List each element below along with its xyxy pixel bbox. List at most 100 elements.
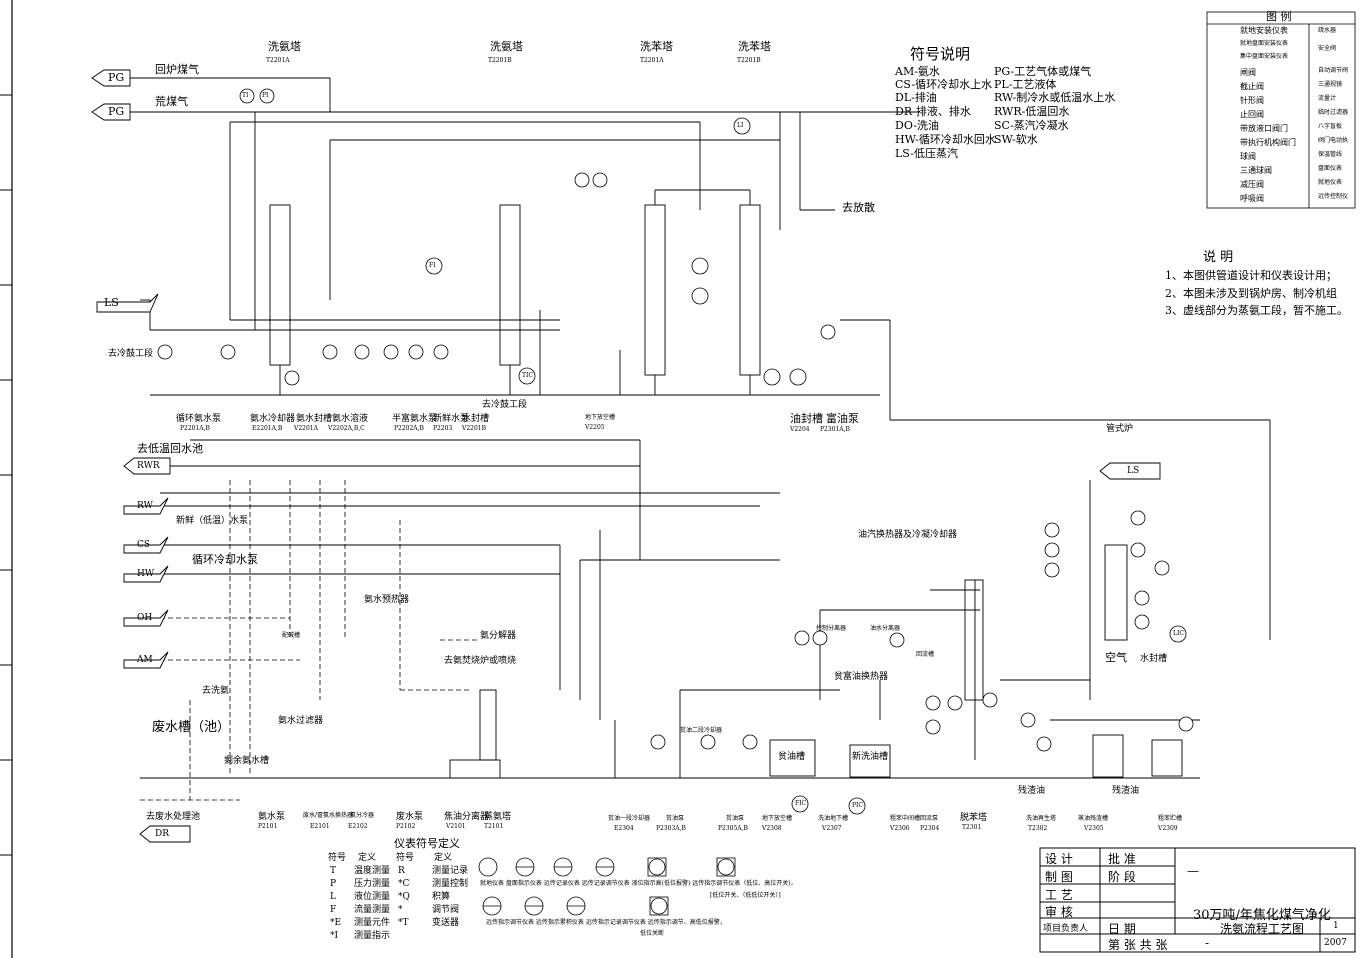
legend-entry: 就地盘面安装仪表 (1240, 40, 1289, 47)
annotation: 油汽换热器及冷凝冷却器 (858, 530, 958, 540)
equipment-name: 蒸油残渣槽 (1078, 815, 1109, 822)
flag-code: RW (137, 501, 153, 511)
instrument-tag: LI (737, 122, 744, 129)
annotation: 残渣油 (1018, 786, 1046, 796)
equipment-tag: P2101 (258, 823, 278, 830)
equipment-tag: V2306 (890, 825, 910, 832)
equipment-name: 新洗油槽 (852, 752, 889, 762)
title-block-label: 批 准 (1108, 852, 1136, 866)
flag-text: 回炉煤气 (155, 63, 199, 76)
title-block-stage: — (1187, 864, 1199, 878)
equipment-tag: E2304 (614, 825, 634, 832)
tower-tag: T2201B (488, 57, 512, 64)
equipment-name: 氨水泵 (258, 812, 286, 822)
equipment-name: 油水分离器 (870, 625, 901, 632)
instrument-key-description: 低位关断 (640, 930, 665, 937)
note-item: 1、本图供管道设计和仪表设计用； (1165, 269, 1337, 282)
legend-entry: 止回阀 (1240, 110, 1264, 119)
title-block-label: 日 期 (1108, 922, 1136, 936)
legend-entry: 闸阀 (1240, 68, 1256, 77)
tower-label: 洗氨塔 (268, 40, 301, 53)
annotation: 去氨焚烧炉或喷烧 (444, 656, 517, 666)
equipment-tag: E2102 (348, 823, 368, 830)
equipment-tag: V2204 (790, 426, 810, 433)
symbol-legend-entry: DR-排液、排水 (895, 105, 971, 118)
legend-grid (1206, 11, 1356, 209)
legend-entry: 流量计 (1318, 95, 1337, 102)
instrument-key-symbol: *C (398, 879, 410, 889)
equipment-tag: T2101 (484, 823, 504, 830)
instrument-key-description: 就地仪表 盘面指示仪表 远传记录仪表 远传记录调节仪表 液位指示高(低位报警) … (480, 880, 797, 887)
instrument-key-definition: 液位测量 (354, 892, 391, 902)
legend-entry: 三通视镜 (1318, 81, 1343, 88)
annotation: 空气 (1105, 651, 1127, 664)
equipment-tag: P2303A,B (656, 825, 686, 832)
equipment-name: 氨分冷器 (350, 812, 375, 819)
equipment-tag: P2102 (396, 823, 416, 830)
equipment-name: 半富氨水泵 (392, 414, 438, 424)
instrument-key-symbol: *Q (398, 892, 410, 902)
equipment-name: 贫油槽 (778, 752, 806, 762)
equipment-name: 回流槽 (916, 651, 935, 658)
legend-entry: 保温管线 (1318, 151, 1343, 158)
flag-text: 去低温回水池 (137, 442, 203, 455)
instrument-key-definition: 积算 (432, 892, 451, 902)
flag-code: AM (137, 655, 153, 665)
instrument-tag: FI (429, 262, 436, 269)
equipment-name: 粗苯贮槽 (1158, 815, 1183, 822)
instrument-key-description: [低位开关、（低低位开关）] (710, 892, 781, 899)
legend-entry: 八字盲板 (1318, 123, 1343, 130)
legend-entry: 就地仪表 (1318, 179, 1343, 186)
equipment-name: 水封槽 (462, 414, 490, 424)
legend-table-title: 图 例 (1266, 10, 1292, 23)
symbol-legend-entry: PG-工艺气体或煤气 (994, 65, 1092, 78)
flag-text: 循环冷却水泵 (192, 553, 258, 566)
symbol-legend-entry: DL-排油 (895, 91, 937, 104)
tower-tag: T2201B (737, 57, 761, 64)
title-block-grid (1039, 847, 1356, 953)
annotation: 地下放空槽 (585, 414, 616, 421)
tower-tag: T2201A (640, 57, 664, 64)
annotation: 氨分解器 (480, 631, 517, 641)
equipment-tag: P2304 (920, 825, 940, 832)
instrument-key-symbol: L (330, 892, 336, 902)
equipment-name: 氨水冷却器 (250, 414, 296, 424)
instrument-tag: PI (262, 92, 269, 99)
instrument-bubbles (157, 88, 1194, 815)
flag-code: OH (137, 613, 153, 623)
drawing-title: 洗氨流程工艺图 (1220, 922, 1305, 936)
legend-entry: 就地安装仪表 (1240, 26, 1288, 35)
instrument-key-symbols (478, 857, 736, 916)
flag-code: DR (155, 829, 169, 839)
equipment-tag: P2203 (433, 425, 453, 432)
instrument-key-definition: 测量记录 (432, 866, 469, 876)
equipment-name: 贫油一段冷却器 (608, 815, 651, 822)
instrument-key-description: 远传指示调节仪表 远传指示累积仪表 远传指示记录调节仪表 远传指示调节、高低位报… (486, 919, 726, 926)
equipment-tag: P2305A,B (718, 825, 748, 832)
flag-text: 去废水处理池 (146, 812, 201, 822)
legend-entry: 呼吸阀 (1240, 194, 1264, 203)
annotation: 去冷鼓工段 (108, 349, 154, 359)
pipe-network (130, 77, 1271, 779)
tower-label: 洗苯塔 (738, 40, 771, 53)
legend-entry: 盘面仪表 (1318, 165, 1343, 172)
symbol-legend-entry: RWR-低温回水 (994, 105, 1070, 118)
symbol-legend-entry: RW-制冷水或低温水上水 (994, 91, 1116, 104)
title-block-label: 阶 段 (1108, 870, 1136, 884)
legend-entry: 截止阀 (1240, 82, 1264, 91)
instrument-tag: TI (242, 92, 249, 99)
equipment-tag: V2205 (585, 424, 605, 431)
instrument-tag: PIC (852, 802, 863, 809)
instrument-key-symbol: *I (330, 931, 339, 941)
flag-code: CS (137, 540, 151, 550)
tower-label: 洗苯塔 (640, 40, 673, 53)
title-block-label: 设 计 (1045, 852, 1073, 866)
instrument-tag: LIC (1173, 630, 1184, 637)
title-block-sheet-label: 第 张 共 张 (1108, 938, 1168, 952)
flag-text: 新鲜（低温）水泵 (176, 516, 249, 526)
equipment-tag: E2101 (310, 823, 330, 830)
equipment-tag: P2202A,B (394, 425, 424, 432)
instrument-key-header: 符号 (396, 853, 415, 863)
legend-entry: 临时过滤器 (1318, 109, 1349, 116)
